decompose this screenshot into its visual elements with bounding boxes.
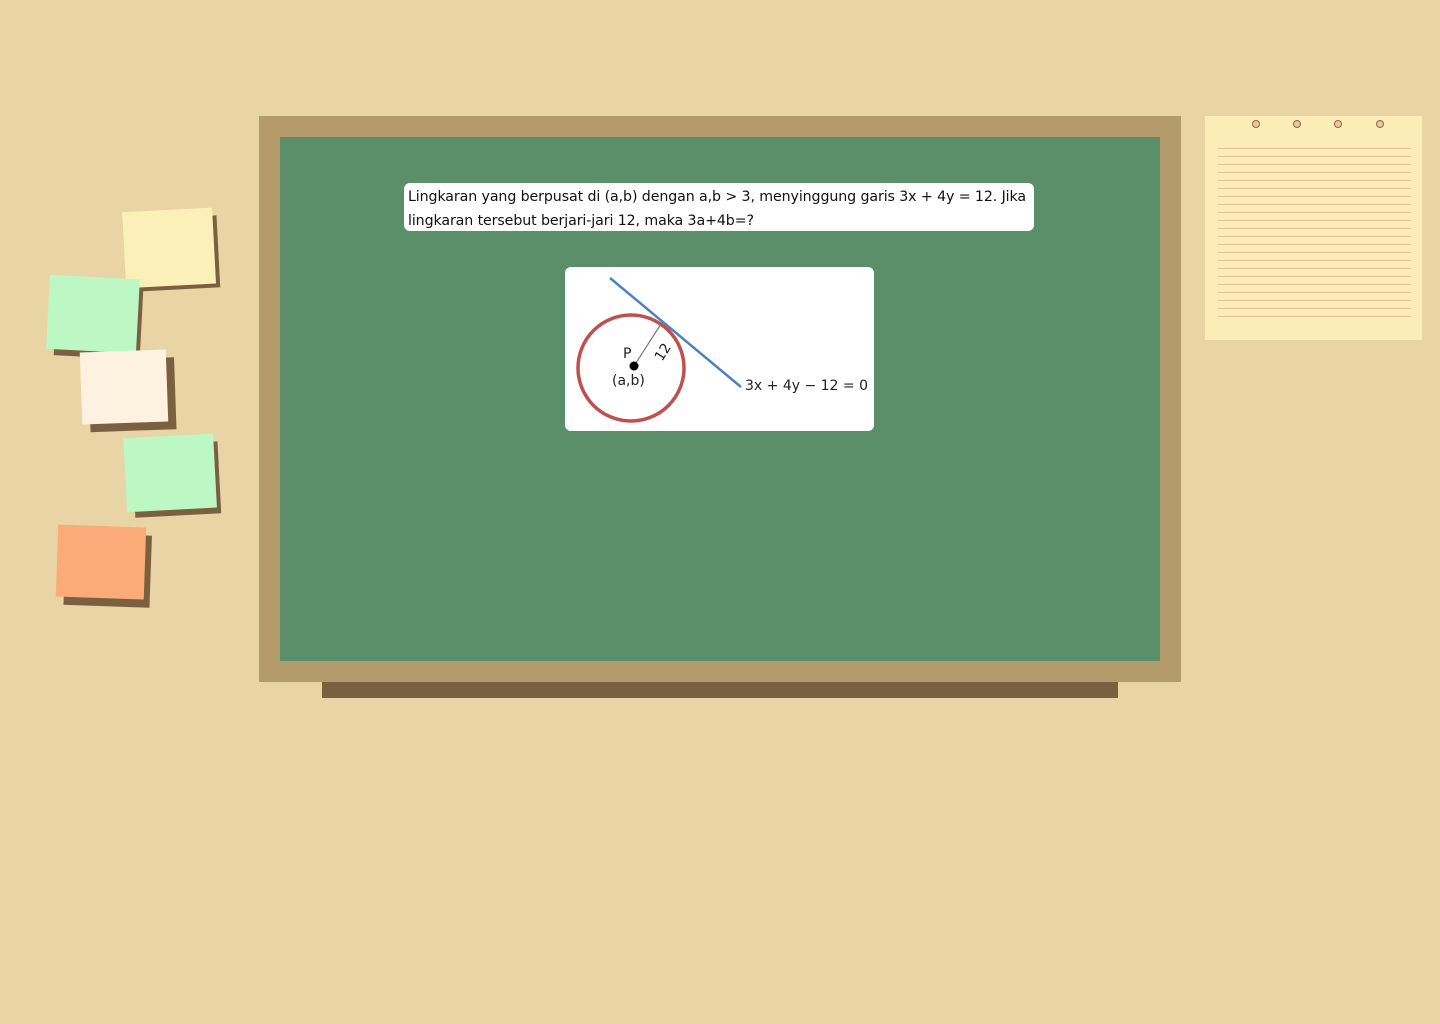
notepad-hole	[1334, 120, 1342, 128]
chalkboard-ledge	[322, 682, 1118, 698]
center-coords-label: (a,b)	[612, 373, 645, 389]
question-text-box: Lingkaran yang berpusat di (a,b) dengan …	[404, 183, 1034, 231]
notepad-hole	[1293, 120, 1301, 128]
sticky-note-green-2	[123, 433, 222, 518]
question-line-1: Lingkaran yang berpusat di (a,b) dengan …	[408, 189, 1026, 205]
radius-label: 12	[652, 341, 675, 365]
notepad-hole	[1376, 120, 1384, 128]
circle-tangent-figure: P (a,b) 12 3x + 4y − 12 = 0	[565, 267, 874, 431]
question-line-2: lingkaran tersebut berjari-jari 12, maka…	[408, 213, 754, 229]
figure-diagram: P (a,b) 12 3x + 4y − 12 = 0	[576, 277, 868, 423]
center-label: P	[623, 346, 631, 362]
sticky-note-yellow	[122, 207, 221, 292]
notepad-hole	[1252, 120, 1260, 128]
sticky-note-green-1	[46, 274, 144, 360]
circle-outline	[576, 313, 686, 423]
radius-line	[633, 323, 662, 367]
line-equation-label: 3x + 4y − 12 = 0	[745, 378, 868, 394]
tangent-line	[609, 277, 742, 388]
lined-notepad	[1205, 116, 1422, 340]
sticky-note-orange	[55, 524, 152, 608]
sticky-note-cream	[79, 349, 177, 433]
center-point	[629, 361, 639, 371]
